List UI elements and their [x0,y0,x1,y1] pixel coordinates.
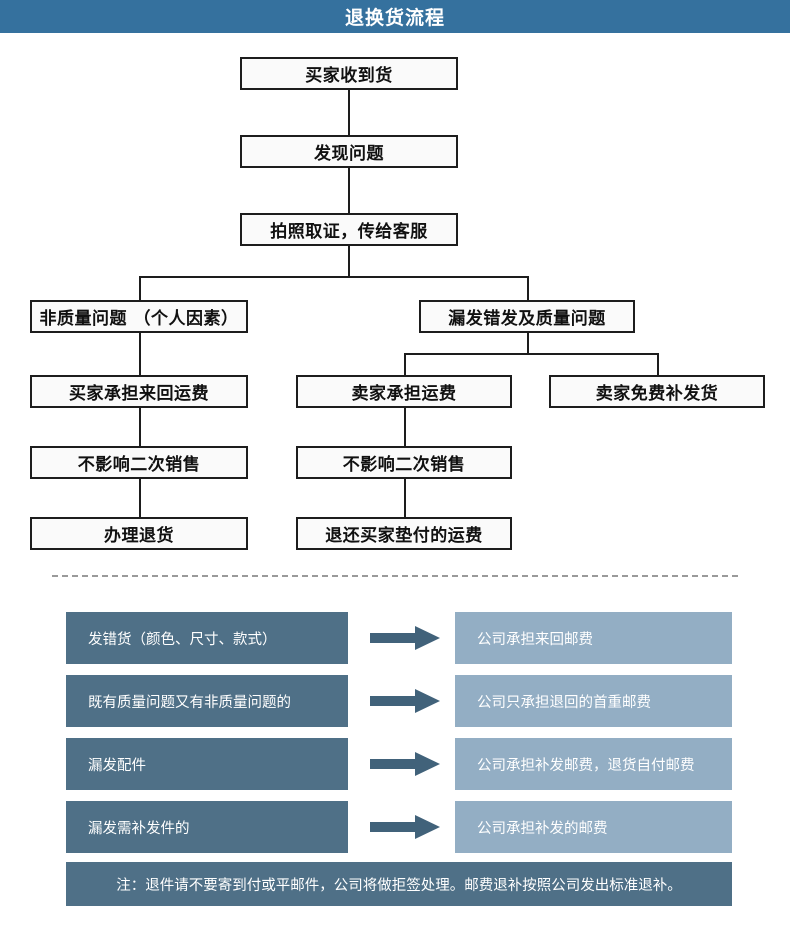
section-divider [52,575,738,577]
page-header: 退换货流程 [0,0,790,33]
connector-branch-horizontal [139,276,529,278]
policy-cause-bar[interactable]: 既有质量问题又有非质量问题的 [66,675,348,727]
policy-result-bar[interactable]: 公司承担来回邮费 [455,612,732,664]
arrow-right-icon [370,815,440,839]
connector-sellerpays-to-noresale [404,408,406,446]
connector-quality-right-down [657,353,659,375]
flow-node-no-resale-mid[interactable]: 不影响二次销售 [296,446,512,479]
connector-nonquality-to-buyerpays [139,333,141,375]
connector-quality-left-down [404,353,406,375]
connector-branch-left-down [139,276,141,300]
page-title: 退换货流程 [344,7,445,29]
flow-node-non-quality[interactable]: 非质量问题 （个人因素） [30,300,248,333]
flow-node-received[interactable]: 买家收到货 [240,57,458,90]
flowchart: 买家收到货 发现问题 拍照取证，传给客服 非质量问题 （个人因素） 漏发错发及质… [0,33,790,563]
policy-row: 发错货（颜色、尺寸、款式） 公司承担来回邮费 [0,612,790,664]
connector-found-to-photo [348,168,350,213]
footer-note: 注：退件请不要寄到付或平邮件，公司将做拒签处理。邮费退补按照公司发出标准退补。 [66,862,732,906]
flow-node-seller-pays[interactable]: 卖家承担运费 [296,375,512,408]
connector-photo-down [348,246,350,276]
connector-quality-horizontal [404,353,659,355]
flow-node-found-problem[interactable]: 发现问题 [240,135,458,168]
policy-result-bar[interactable]: 公司承担补发的邮费 [455,801,732,853]
policy-matrix: 发错货（颜色、尺寸、款式） 公司承担来回邮费 既有质量问题又有非质量问题的 公司… [0,612,790,864]
policy-row: 漏发需补发件的 公司承担补发的邮费 [0,801,790,853]
connector-branch-right-down [527,276,529,300]
policy-cause-bar[interactable]: 发错货（颜色、尺寸、款式） [66,612,348,664]
arrow-right-icon [370,689,440,713]
arrow-right-icon [370,626,440,650]
connector-noresale-to-refund [404,479,406,517]
policy-row: 既有质量问题又有非质量问题的 公司只承担退回的首重邮费 [0,675,790,727]
policy-cause-bar[interactable]: 漏发配件 [66,738,348,790]
flow-node-process-return[interactable]: 办理退货 [30,517,248,550]
connector-received-to-found [348,90,350,135]
flow-node-refund-shipping[interactable]: 退还买家垫付的运费 [296,517,512,550]
policy-result-bar[interactable]: 公司只承担退回的首重邮费 [455,675,732,727]
flow-node-quality-issue[interactable]: 漏发错发及质量问题 [419,300,635,333]
connector-buyerpays-to-noresale [139,408,141,446]
arrow-right-icon [370,752,440,776]
policy-cause-bar[interactable]: 漏发需补发件的 [66,801,348,853]
flow-node-no-resale-left[interactable]: 不影响二次销售 [30,446,248,479]
policy-row: 漏发配件 公司承担补发邮费，退货自付邮费 [0,738,790,790]
flow-node-photo-evidence[interactable]: 拍照取证，传给客服 [240,213,458,246]
connector-quality-down [527,333,529,353]
flow-node-free-reship[interactable]: 卖家免费补发货 [549,375,765,408]
policy-result-bar[interactable]: 公司承担补发邮费，退货自付邮费 [455,738,732,790]
flow-node-buyer-pays[interactable]: 买家承担来回运费 [30,375,248,408]
connector-noresale-to-return [139,479,141,517]
